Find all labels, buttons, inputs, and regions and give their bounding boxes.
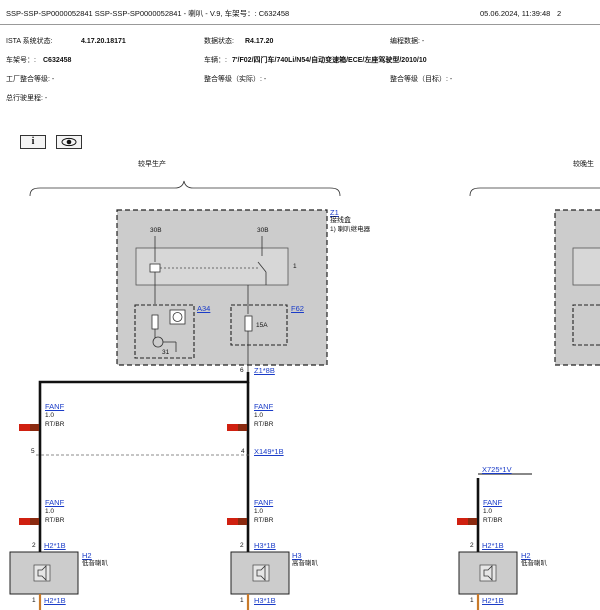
x149-pin-right: 4	[241, 448, 245, 455]
terminal-30b-left: 30B	[150, 227, 162, 234]
fuse-rating: 15A	[256, 322, 268, 329]
z1-junction-box	[116, 209, 328, 366]
vehicle-label: 车辆：:	[204, 57, 227, 64]
terminal-30b-right: 30B	[257, 227, 269, 234]
z1-8b-link[interactable]: Z1*8B	[254, 366, 275, 375]
x149-link[interactable]: X149*1B	[254, 447, 284, 456]
mileage-label: 总行驶里程: -	[6, 95, 48, 102]
fuse-icon	[244, 315, 253, 332]
h3-pin-2: 2	[240, 542, 244, 549]
z1-link[interactable]: Z1	[330, 208, 339, 217]
wire-size: 1.0	[254, 508, 264, 515]
h2-right-1b-link[interactable]: H2*1B	[482, 541, 504, 550]
programming-data-label: 编程数据: -	[390, 38, 425, 45]
speaker-icon	[483, 565, 493, 581]
eye-icon	[61, 137, 77, 147]
wire-size: 1.0	[45, 508, 55, 515]
target-level-label: 整合等级（目标）: -	[390, 76, 453, 83]
h2-left-pin-2: 2	[32, 542, 36, 549]
h3-link[interactable]: H3	[292, 551, 302, 560]
h2-left-1b-bottom-link[interactable]: H2*1B	[44, 596, 66, 605]
f62-module	[230, 304, 288, 346]
h3-pin-1: 1	[240, 597, 244, 604]
ground-pin-label: 31	[162, 349, 170, 356]
info-icon: i	[31, 136, 35, 147]
vehicle-value: 7'/F02/四门车/740Li/N54/自动变速箱/ECE/左座驾驶型/201…	[232, 57, 427, 64]
data-status-label: 数据状态:	[204, 38, 234, 45]
info-button[interactable]: i	[20, 135, 46, 149]
horn-h3	[230, 551, 290, 595]
wire-code-link[interactable]: FANF	[254, 498, 274, 507]
document-title: SSP-SSP-SP0000052841 SSP-SSP-SP000005284…	[6, 9, 290, 18]
wire-color: RT/BR	[254, 517, 274, 524]
wire-size: 1.0	[254, 412, 264, 419]
wire-code-link[interactable]: FANF	[45, 498, 65, 507]
wire-code-link[interactable]: FANF	[483, 498, 503, 507]
vin-label: 车架号：:	[6, 57, 36, 64]
wire-color: RT/BR	[45, 421, 65, 428]
relay-pin-label: 1	[293, 263, 297, 270]
wire-code-link[interactable]: FANF	[45, 402, 65, 411]
h3-1b-bottom-link[interactable]: H3*1B	[254, 596, 276, 605]
h2-left-name: 低音喇叭	[82, 560, 108, 567]
horn-h2-left	[9, 551, 79, 595]
a34-module	[134, 304, 195, 359]
wire-code-link[interactable]: FANF	[254, 402, 274, 411]
print-datetime: 05.06.2024, 11:39:48	[480, 9, 551, 18]
factory-level-label: 工厂整合等级: -	[6, 76, 55, 83]
view-button[interactable]	[56, 135, 82, 149]
z1-name: 接线盒	[330, 217, 351, 224]
h2-left-link[interactable]: H2	[82, 551, 92, 560]
speaker-icon	[37, 565, 47, 581]
h2-right-name: 低音喇叭	[521, 560, 547, 567]
group-brace-late	[469, 187, 600, 197]
wire-color: RT/BR	[483, 517, 503, 524]
relay-coil-icon	[149, 263, 161, 273]
h2-left-pin-1: 1	[32, 597, 36, 604]
a34-link[interactable]: A34	[197, 304, 211, 313]
z1-note: 1) 喇叭继电器	[330, 226, 371, 233]
h2-right-pin-1: 1	[470, 597, 474, 604]
h2-right-pin-2: 2	[470, 542, 474, 549]
vin-value: C632458	[43, 57, 72, 64]
x725-link[interactable]: X725*1V	[482, 465, 512, 474]
horn-h2-right	[458, 551, 518, 595]
h2-right-1b-bottom-link[interactable]: H2*1B	[482, 596, 504, 605]
h2-left-1b-link[interactable]: H2*1B	[44, 541, 66, 550]
page-number: 2	[557, 9, 562, 18]
group-label-early: 较早生产	[138, 161, 166, 168]
speaker-icon	[256, 565, 266, 581]
relay-switch-icon	[257, 261, 267, 273]
wire-color: RT/BR	[45, 517, 65, 524]
h2-right-link[interactable]: H2	[521, 551, 531, 560]
a34-sensor-icon	[169, 309, 186, 325]
x149-pin-left: 5	[31, 448, 35, 455]
z1-late-junction-box	[554, 209, 600, 366]
f62-link[interactable]: F62	[291, 304, 304, 313]
data-status-value: R4.17.20	[245, 38, 274, 45]
z1-pin-label: 6	[240, 367, 244, 374]
actual-level-label: 整合等级（实际）: -	[204, 76, 267, 83]
ista-value: 4.17.20.18171	[81, 38, 126, 45]
wire-color: RT/BR	[254, 421, 274, 428]
document-header: SSP-SSP-SP0000052841 SSP-SSP-SP000005284…	[0, 0, 600, 25]
wire-size: 1.0	[483, 508, 493, 515]
wire-z1-to-h2	[38, 372, 250, 540]
h3-name: 高音喇叭	[292, 560, 318, 567]
h3-1b-link[interactable]: H3*1B	[254, 541, 276, 550]
relay-box	[135, 247, 289, 286]
wire-size: 1.0	[45, 412, 55, 419]
group-label-late: 较晚生	[573, 161, 594, 168]
group-brace-early	[29, 180, 341, 197]
ista-label: ISTA 系统状态:	[6, 38, 53, 45]
